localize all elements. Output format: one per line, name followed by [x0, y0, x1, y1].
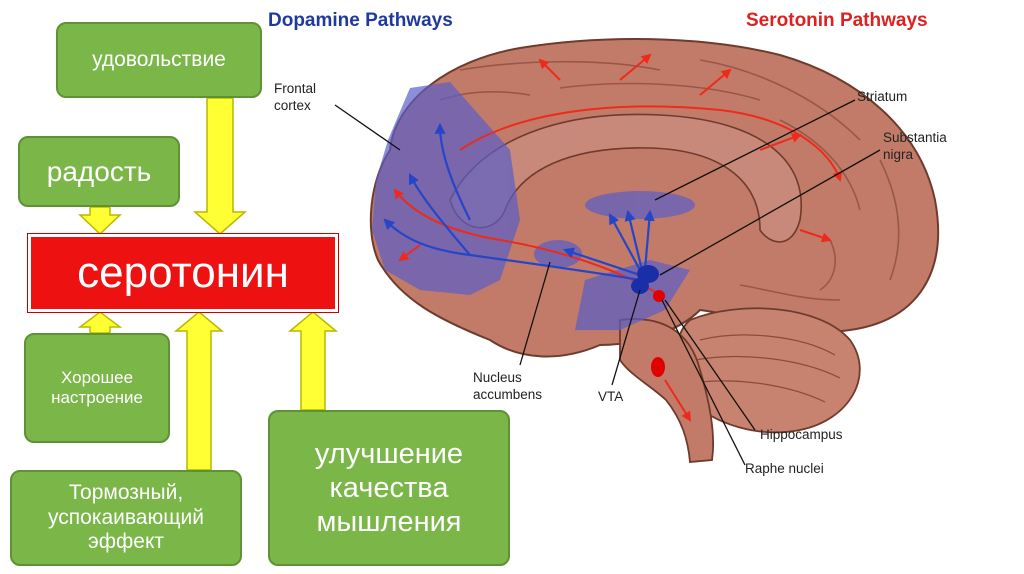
dopamine-title: Dopamine Pathways — [268, 10, 453, 31]
hippocampus-leader — [664, 299, 756, 431]
frontal-dopamine-region — [372, 82, 520, 295]
calming-box: Тормозный, успокаивающий эффект — [10, 470, 242, 566]
striatum-leader — [654, 99, 856, 201]
serotonin-path-7 — [799, 229, 832, 243]
nucleus-accumbens-leader — [519, 261, 551, 366]
good-mood-label: Хорошее настроение — [51, 367, 143, 407]
calming-label: Тормозный, успокаивающий эффект — [48, 480, 204, 554]
vta-leader — [611, 289, 641, 386]
raphe-nuclei-label: Raphe nuclei — [745, 461, 824, 476]
raphe-nucleus-lower — [651, 357, 665, 377]
frontal-cortex-leader — [334, 104, 401, 151]
nucleus-accumbens-region — [534, 240, 582, 268]
pleasure-box: удовольствие — [56, 22, 262, 98]
substantia-nigra-leader — [659, 149, 881, 276]
serotonin-path-4 — [619, 53, 652, 81]
dopamine-path-3 — [434, 122, 471, 221]
dopamine-path-5 — [624, 209, 644, 271]
dopamine-path-2 — [409, 173, 471, 256]
raphe-nucleus-upper — [653, 290, 665, 302]
good-mood-box: Хорошее настроение — [24, 333, 170, 443]
vta-label: VTA — [598, 389, 624, 404]
arrow-thinking-to-serotonin — [287, 311, 339, 411]
serotonin-path-1 — [393, 188, 661, 296]
serotonin-path-6 — [759, 133, 802, 151]
arrow-pleasure-to-serotonin — [193, 97, 247, 235]
arrow-good-mood-to-serotonin — [77, 311, 123, 334]
raphe-nuclei-leader — [661, 299, 746, 466]
frontal-cortex-label: Frontal cortex — [274, 81, 317, 113]
serotonin-label: серотонин — [77, 248, 289, 297]
dopamine-path-1 — [383, 218, 641, 282]
arrow-calming-to-serotonin — [173, 311, 225, 471]
nucleus-accumbens-label: Nucleus accumbens — [473, 370, 543, 402]
dopamine-path-4 — [608, 213, 641, 271]
serotonin-box: серотонин — [27, 233, 339, 313]
substantia-nigra-label: Substantia nigra — [883, 130, 947, 162]
midbrain-region — [575, 260, 690, 330]
serotonin-path-9 — [664, 379, 692, 422]
dopamine-path-7 — [562, 247, 641, 277]
serotonin-path-5 — [699, 68, 732, 96]
serotonin-title: Serotonin Pathways — [746, 10, 928, 31]
joy-box: радость — [18, 136, 180, 207]
joy-label: радость — [46, 155, 152, 187]
arrow-joy-to-serotonin — [78, 206, 122, 236]
pleasure-label: удовольствие — [92, 47, 226, 71]
hippocampus-label: Hippocampus — [760, 427, 843, 442]
thinking-box: улучшение качества мышления — [268, 410, 510, 566]
substantia-nigra-nucleus — [631, 278, 649, 294]
thinking-label: улучшение качества мышления — [314, 437, 464, 539]
serotonin-path-2 — [459, 105, 843, 182]
dopamine-path-6 — [643, 209, 655, 271]
striatum-region — [585, 191, 695, 219]
serotonin-path-3 — [538, 58, 561, 81]
striatum-label: Striatum — [857, 89, 908, 104]
serotonin-path-8 — [398, 244, 421, 262]
